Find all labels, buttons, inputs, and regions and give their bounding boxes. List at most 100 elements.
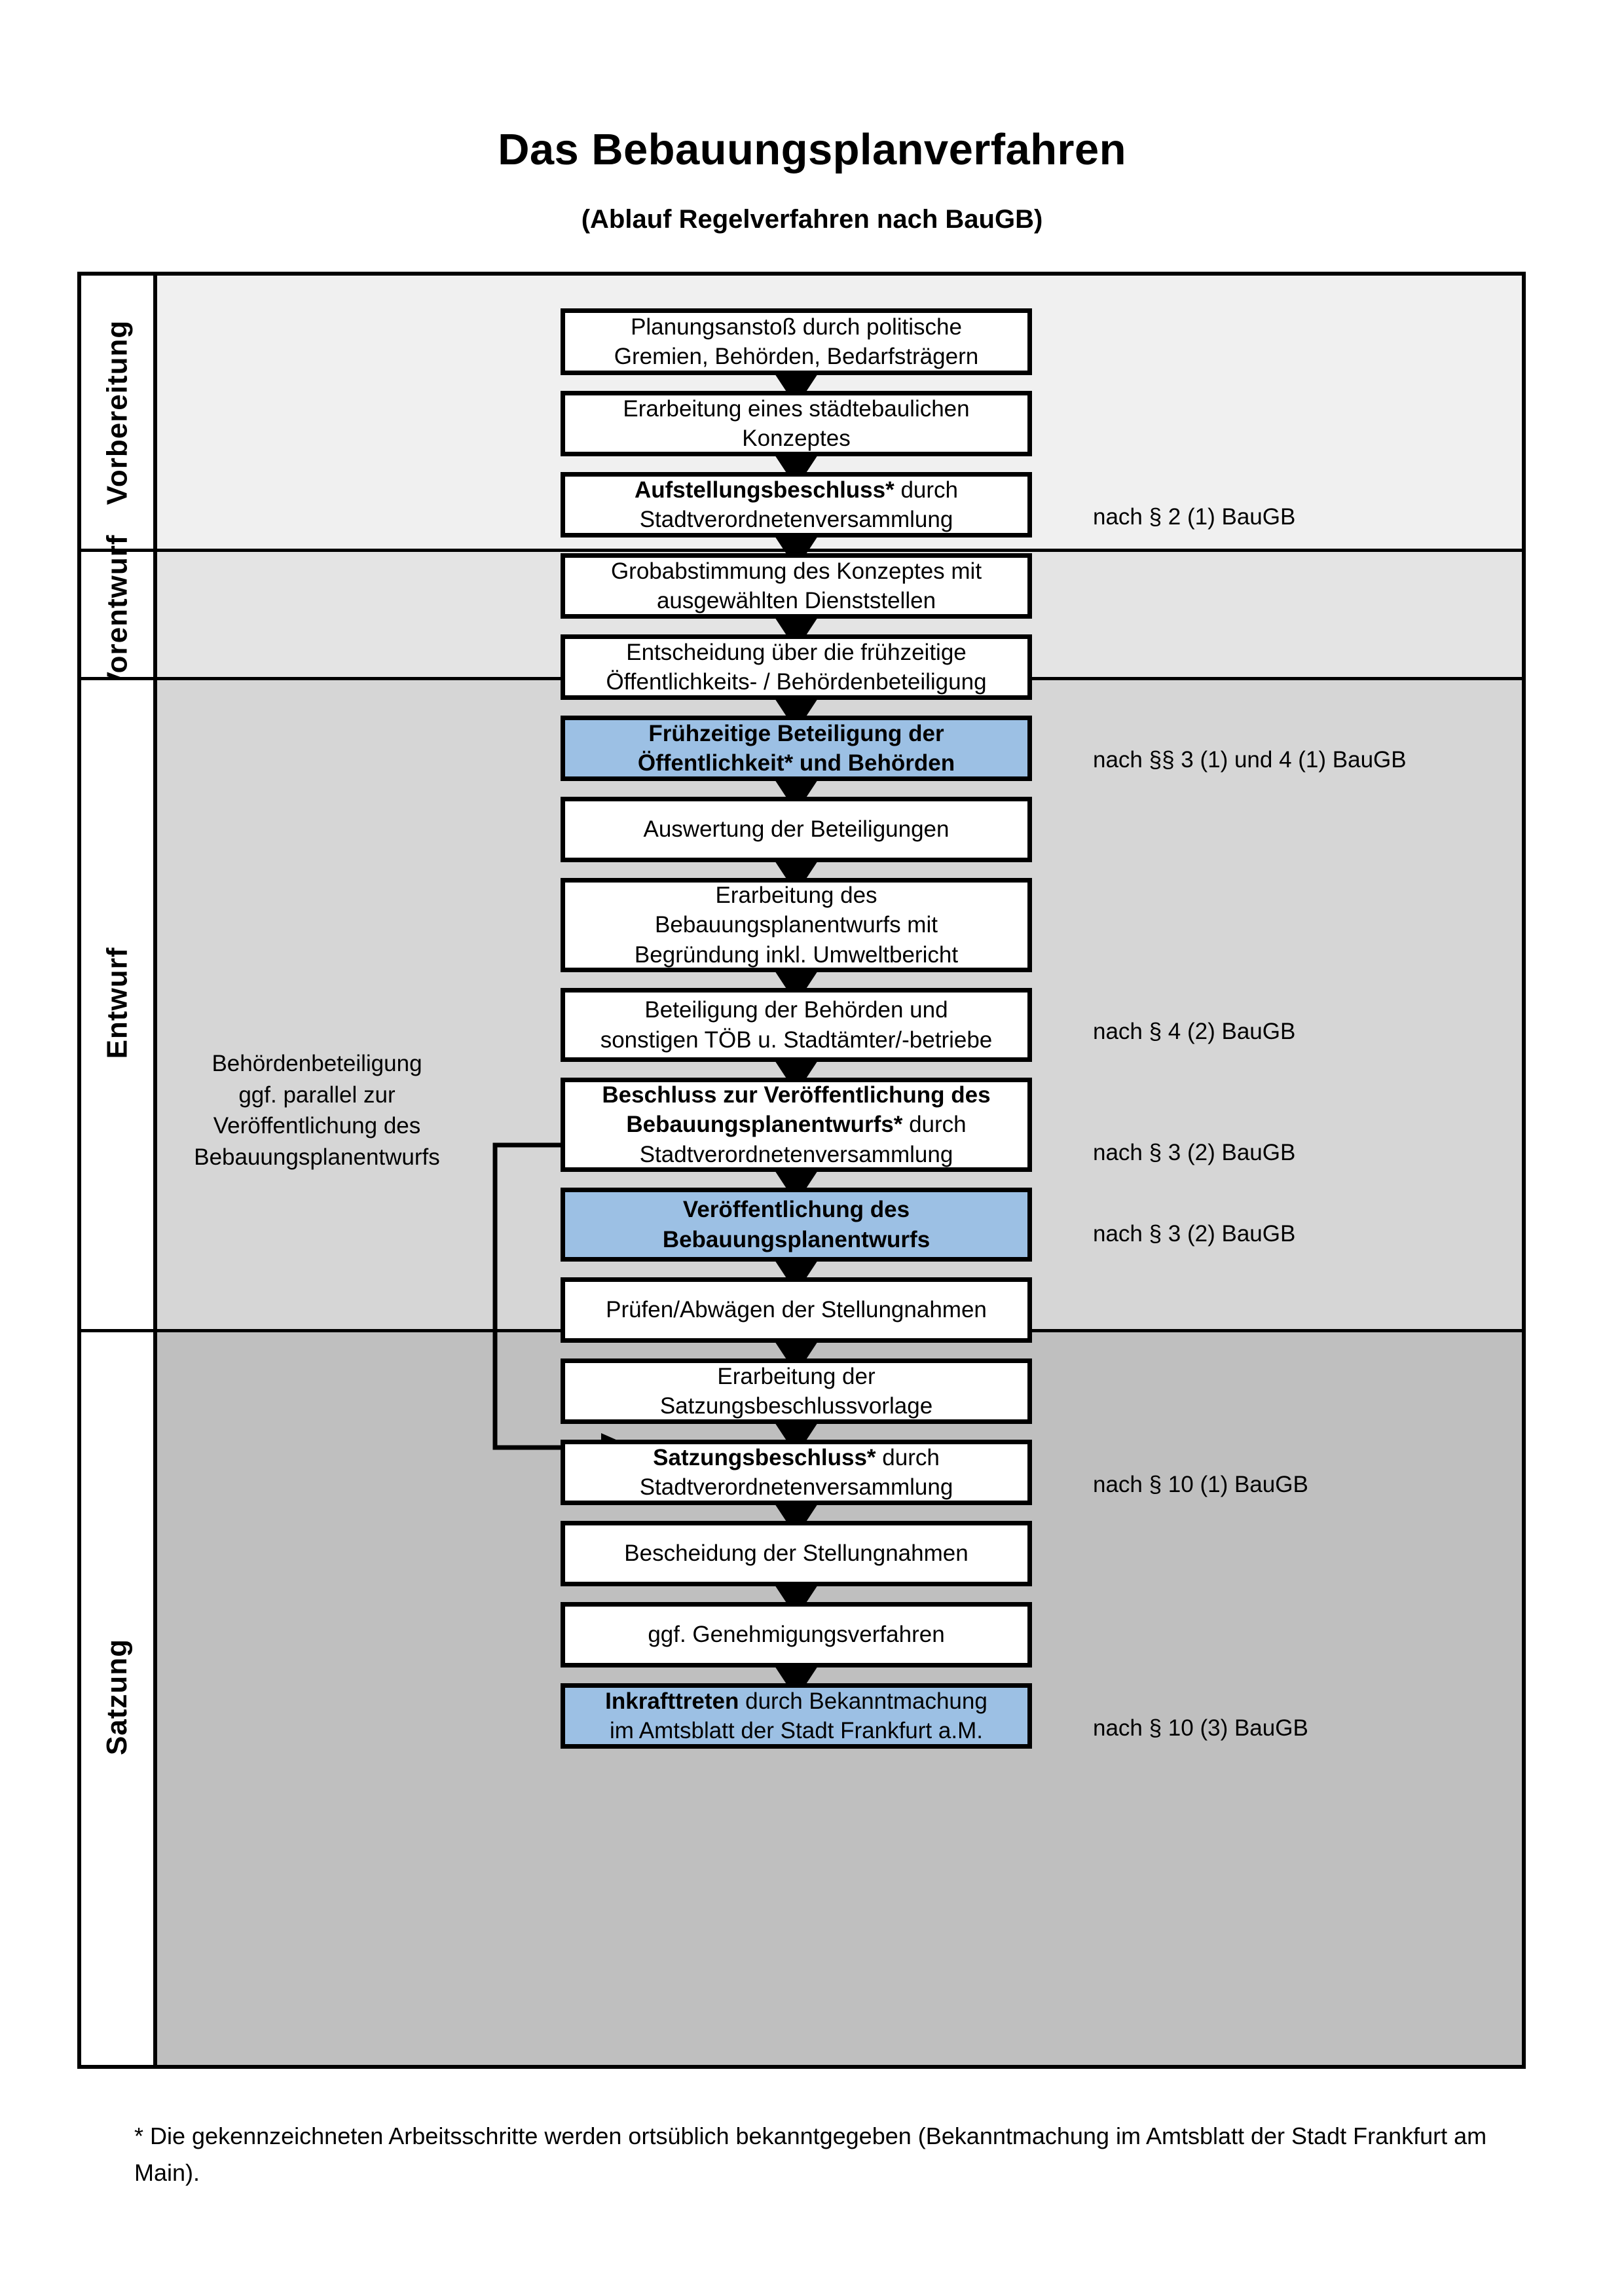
flow-step-line: Stadtverordnetenversammlung (640, 505, 953, 535)
flow-step-text: ggf. Genehmigungsverfahren (648, 1622, 945, 1648)
flow-step-text: Konzeptes (742, 426, 851, 451)
legal-reference-ref-par3-2-a: nach § 3 (2) BauGB (1093, 1140, 1296, 1165)
page-title: Das Bebauungsplanverfahren (498, 125, 1126, 174)
flow-step-text-suffix: durch Bekanntmachung (739, 1688, 987, 1714)
flow-step-line: Bebauungsplanentwurfs mit (655, 910, 938, 940)
flow-step-line: ausgewählten Dienststellen (657, 586, 936, 616)
flow-step-line: Satzungsbeschlussvorlage (660, 1391, 932, 1421)
flow-step-line: Bebauungsplanentwurfs (663, 1225, 930, 1255)
flow-step-text: Beteiligung der Behörden und (644, 997, 948, 1023)
side-note-line: Veröffentlichung des (213, 1113, 421, 1139)
flow-step-beteiligung-behoerden-toeb[interactable]: Beteiligung der Behörden und sonstigen TÖ… (561, 988, 1032, 1062)
phase-label-cell-entwurf: Entwurf (81, 677, 153, 1329)
phase-label-vorbereitung: Vorbereitung (101, 319, 133, 505)
flow-step-line: Öffentlichkeits- / Behördenbeteiligung (606, 667, 986, 697)
flow-step-line: Aufstellungsbeschluss* durch (635, 475, 958, 505)
flow-step-text: Bescheidung der Stellungnahmen (624, 1540, 969, 1567)
flow-step-line: Erarbeitung des (715, 881, 877, 911)
phase-label-cell-vorentwurf: Vorentwurf (81, 535, 153, 691)
flow-step-line: Bebauungsplanentwurfs* durch (626, 1110, 966, 1140)
side-note-line: Bebauungsplanentwurfs (194, 1144, 440, 1170)
page-subtitle: (Ablauf Regelverfahren nach BauGB) (581, 205, 1043, 234)
flow-step-line: im Amtsblatt der Stadt Frankfurt a.M. (610, 1716, 983, 1746)
footnote-asterisk-note: * Die gekennzeichneten Arbeitsschritte w… (134, 2123, 1487, 2186)
flow-step-line: Öffentlichkeit* und Behörden (638, 748, 955, 778)
side-note-line: Behördenbeteiligung (212, 1051, 422, 1076)
flow-step-text: Aufstellungsbeschluss* (634, 477, 895, 503)
flow-step-text: ausgewählten Dienststellen (656, 588, 936, 613)
flow-step-text: im Amtsblatt der Stadt Frankfurt a.M. (610, 1718, 983, 1743)
flow-step-text: sonstigen TÖB u. Stadtämter/-betriebe (600, 1027, 993, 1053)
flow-step-genehmigungsverfahren[interactable]: ggf. Genehmigungsverfahren (561, 1602, 1032, 1667)
flow-step-line: Beteiligung der Behörden und (644, 995, 948, 1025)
flow-step-bescheidung-stellungnahmen[interactable]: Bescheidung der Stellungnahmen (561, 1521, 1032, 1586)
flow-step-line: Prüfen/Abwägen der Stellungnahmen (606, 1295, 987, 1325)
legal-reference-ref-par10-1: nach § 10 (1) BauGB (1093, 1472, 1308, 1497)
flow-step-text: Prüfen/Abwägen der Stellungnahmen (606, 1297, 987, 1323)
flow-step-line: Beschluss zur Veröffentlichung des (602, 1080, 990, 1110)
flow-step-text-suffix: durch (894, 477, 959, 503)
flow-step-text: Satzungsbeschluss* (653, 1444, 876, 1470)
flow-step-line: Grobabstimmung des Konzeptes mit (611, 556, 982, 587)
flow-step-line: Stadtverordnetenversammlung (640, 1140, 953, 1170)
flow-step-line: Frühzeitige Beteiligung der (648, 719, 944, 749)
flow-step-pruefen-abwaegen[interactable]: Prüfen/Abwägen der Stellungnahmen (561, 1277, 1032, 1343)
flow-step-line: ggf. Genehmigungsverfahren (648, 1620, 944, 1650)
flow-step-line: Erarbeitung eines städtebaulichen (623, 394, 969, 424)
flow-step-text: Öffentlichkeits- / Behördenbeteiligung (606, 669, 987, 695)
flow-step-text: Beschluss zur Veröffentlichung des (602, 1082, 991, 1108)
flow-step-line: Auswertung der Beteiligungen (644, 814, 950, 845)
flow-step-text: Satzungsbeschlussvorlage (659, 1393, 933, 1419)
document-header: Das Bebauungsplanverfahren (Ablauf Regel… (0, 0, 1624, 234)
flow-step-text: Planungsanstoß durch politische (631, 314, 962, 340)
label-column-divider (153, 276, 157, 2065)
legal-reference-ref-par4-2: nach § 4 (2) BauGB (1093, 1019, 1296, 1044)
flow-step-text: Frühzeitige Beteiligung der (648, 720, 944, 746)
flow-step-line: sonstigen TÖB u. Stadtämter/-betriebe (600, 1025, 993, 1055)
flow-step-line: Erarbeitung der (717, 1362, 875, 1392)
legal-reference-ref-par3-2-b: nach § 3 (2) BauGB (1093, 1221, 1296, 1247)
flow-step-text-suffix: durch (876, 1444, 940, 1470)
flow-step-line: Satzungsbeschluss* durch (653, 1443, 940, 1473)
flow-step-text: Auswertung der Beteiligungen (643, 816, 950, 843)
flow-step-text: Stadtverordnetenversammlung (639, 1141, 953, 1167)
flow-step-text: Stadtverordnetenversammlung (639, 507, 953, 532)
legal-reference-ref-par2-1: nach § 2 (1) BauGB (1093, 504, 1296, 530)
flow-step-text: Bebauungsplanentwurfs* (626, 1112, 903, 1138)
flow-step-text: Öffentlichkeit* und Behörden (637, 750, 955, 776)
flow-step-line: Entscheidung über die frühzeitige (626, 638, 967, 668)
flow-step-text: Gremien, Behörden, Bedarfsträgern (614, 344, 979, 369)
phase-label-satzung: Satzung (101, 1638, 134, 1756)
flow-step-text: Bebauungsplanentwurfs mit (655, 912, 938, 938)
flow-step-text: Bebauungsplanentwurfs (662, 1226, 931, 1252)
flow-step-auswertung-beteiligungen[interactable]: Auswertung der Beteiligungen (561, 797, 1032, 862)
flow-step-line: Bescheidung der Stellungnahmen (624, 1539, 968, 1569)
legal-reference-ref-par10-3: nach § 10 (3) BauGB (1093, 1715, 1308, 1741)
flow-step-line: Veröffentlichung des (683, 1195, 910, 1225)
flow-step-text: Erarbeitung des (715, 882, 877, 908)
flow-step-text: Grobabstimmung des Konzeptes mit (610, 558, 982, 584)
phase-label-cell-vorbereitung: Vorbereitung (81, 276, 153, 549)
legal-reference-ref-par3-1-4-1: nach §§ 3 (1) und 4 (1) BauGB (1093, 747, 1407, 773)
phase-label-cell-satzung: Satzung (81, 1329, 153, 2065)
flow-step-line: Konzeptes (742, 424, 850, 454)
flow-step-line: Planungsanstoß durch politische (631, 312, 962, 342)
flow-step-text-suffix: durch (902, 1112, 967, 1138)
flow-step-line: Stadtverordnetenversammlung (640, 1472, 953, 1503)
flow-step-grobabstimmung[interactable]: Grobabstimmung des Konzeptes mit ausgewäh… (561, 553, 1032, 619)
flow-step-text: Erarbeitung der (717, 1363, 876, 1389)
side-note-line: ggf. parallel zur (238, 1082, 396, 1108)
